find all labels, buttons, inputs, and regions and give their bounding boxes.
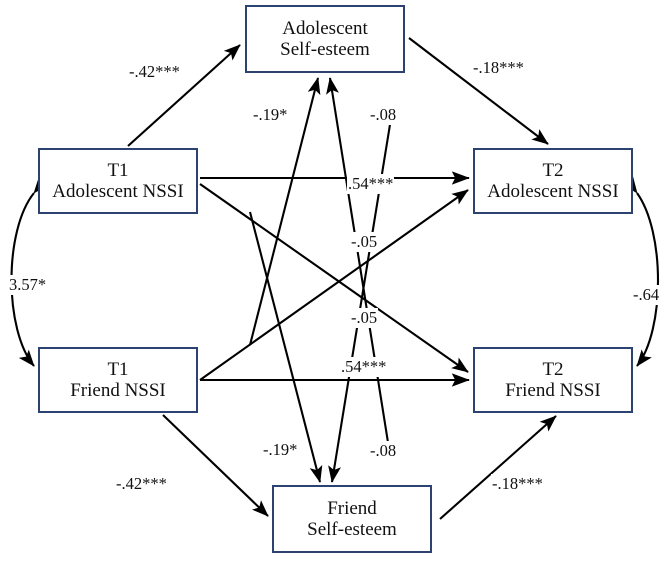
node-label-line2: Self-esteem — [307, 519, 397, 540]
path-label-frndse-to-t2frnd: -.18*** — [491, 474, 544, 494]
path-label-t1frnd-to-t2frnd: .54*** — [340, 357, 388, 377]
path-t1frnd-to-frndse — [162, 414, 269, 517]
path-label-t1-correlation: 3.57* — [8, 275, 48, 295]
path-t1frnd-cross-to-frndse — [328, 105, 395, 483]
path-label-t1frnd-to-t2adol: -.05 — [350, 232, 379, 252]
path-adolse-to-t2adol — [408, 37, 549, 145]
node-label-line2: Adolescent NSSI — [52, 181, 184, 202]
path-t2-correlation — [622, 176, 660, 367]
node-label-line1: Adolescent — [282, 17, 368, 39]
node-label-line1: T2 — [542, 358, 564, 380]
path-label-t2-correlation: -.64 — [632, 285, 661, 305]
path-label-t1adol-cross-to-adolse: -.08 — [369, 105, 398, 125]
node-t1-adolescent-nssi[interactable]: T1 Adolescent NSSI — [38, 148, 198, 214]
path-t1adol-to-t2frnd — [199, 183, 469, 373]
node-friend-self-esteem[interactable]: Friend Self-esteem — [272, 485, 432, 553]
node-label-line2: Adolescent NSSI — [487, 181, 619, 202]
path-label-t1adol-to-t2adol: .54*** — [347, 174, 395, 194]
path-t1frnd-to-adolse — [248, 77, 321, 346]
node-adolescent-self-esteem[interactable]: Adolescent Self-esteem — [245, 5, 405, 73]
path-label-t1adol-to-t2frnd: -.05 — [350, 308, 379, 328]
path-label-t1adol-to-frndse: -.19* — [262, 440, 299, 460]
path-t1adol-to-adolse — [127, 44, 241, 147]
node-label-line1: T1 — [107, 358, 129, 380]
path-label-t1frnd-to-adolse: -.19* — [252, 105, 289, 125]
node-t2-friend-nssi[interactable]: T2 Friend NSSI — [473, 347, 633, 413]
path-t1frnd-to-t2adol — [199, 189, 469, 381]
path-label-t1frnd-to-frndse: -.42*** — [115, 474, 168, 494]
path-label-t1frnd-cross-to-frndse: -.08 — [369, 441, 398, 461]
path-frndse-to-t2frnd — [439, 415, 557, 520]
path-label-adolse-to-t2adol: -.18*** — [472, 58, 525, 78]
node-label-line2: Friend NSSI — [70, 380, 166, 401]
node-label-line2: Self-esteem — [280, 39, 370, 60]
node-t1-friend-nssi[interactable]: T1 Friend NSSI — [38, 347, 198, 413]
node-label-line1: T2 — [542, 159, 564, 181]
node-t2-adolescent-nssi[interactable]: T2 Adolescent NSSI — [473, 148, 633, 214]
node-label-line1: T1 — [107, 159, 129, 181]
path-t1adol-to-frndse — [248, 211, 323, 483]
node-label-line2: Friend NSSI — [505, 380, 601, 401]
node-label-line1: Friend — [327, 497, 377, 519]
path-label-t1adol-to-adolse: -.42*** — [128, 62, 181, 82]
